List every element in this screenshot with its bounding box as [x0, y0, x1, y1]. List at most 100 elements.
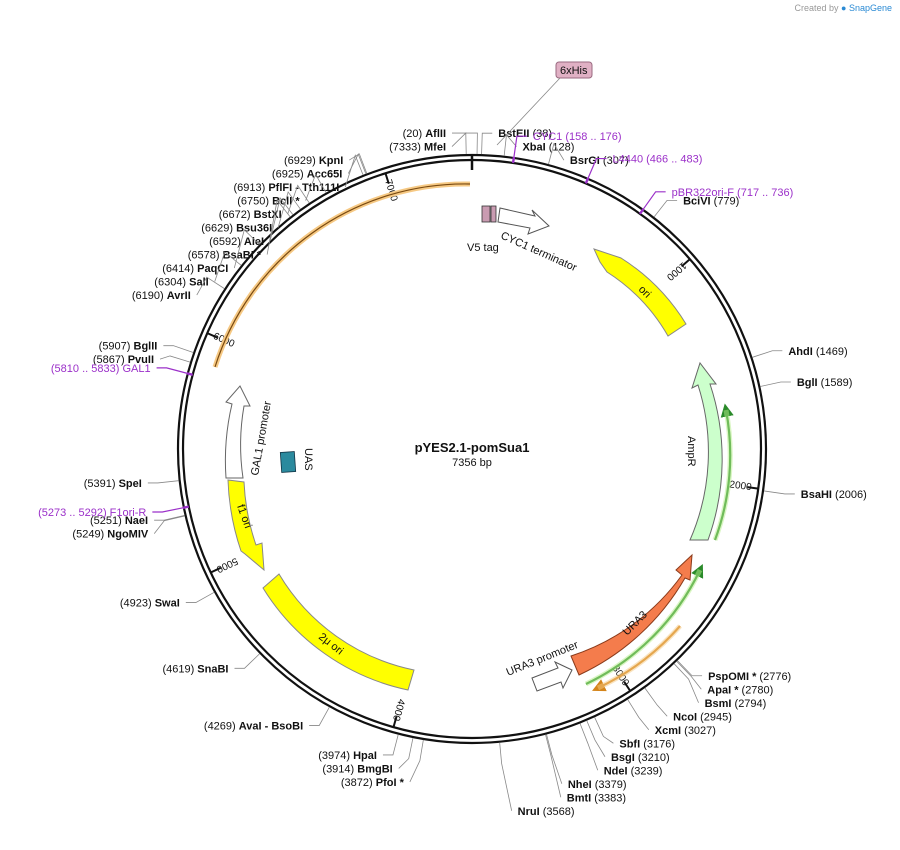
snapgene-logo-icon: ●: [841, 3, 847, 13]
site-label: (6629) Bsu36I: [201, 223, 272, 235]
site-label: XcmI (3027): [655, 725, 716, 737]
ampr-feature: [689, 361, 723, 541]
site-label: XbaI (128): [522, 142, 574, 154]
primer-leader: [156, 367, 188, 374]
site-label: (5249) NgoMIV: [72, 529, 148, 541]
site-label: PspOMI * (2776): [708, 671, 791, 683]
site-leader: [545, 734, 562, 798]
site-leader: [499, 742, 513, 811]
site-leader: [673, 663, 699, 703]
site-leader: [287, 184, 310, 215]
tick-mark: [206, 332, 218, 339]
site-label: BmtI (3383): [567, 792, 626, 804]
site-label: (6672) BstXI: [219, 209, 282, 221]
site-leader: [309, 707, 330, 726]
orf-arc-top-left-core: [214, 183, 471, 368]
site-leader: [452, 132, 478, 155]
site-leader: [546, 734, 563, 784]
tick-mark: [392, 716, 398, 728]
primer-leader: [642, 191, 666, 210]
site-label: NheI (3379): [568, 779, 627, 791]
gal1-promoter-feature: [224, 385, 251, 479]
site-label: (4923) SwaI: [120, 598, 180, 610]
site-leader: [196, 276, 225, 296]
site-leader: [159, 355, 191, 363]
v5-tag-label: V5 tag: [467, 242, 499, 254]
cyc1-terminator-arrow: [497, 207, 550, 235]
site-leader: [676, 661, 702, 690]
snapgene-watermark: Created by ● SnapGene: [794, 3, 892, 13]
watermark-prefix: Created by: [794, 3, 839, 13]
tick-mark: [747, 486, 759, 490]
tick-mark: [210, 566, 222, 574]
uas-feature: [279, 451, 297, 473]
site-label: (5251) NaeI: [90, 515, 148, 527]
ori-feature: [593, 248, 687, 337]
site-leader: [266, 199, 291, 255]
site-leader: [269, 197, 294, 242]
site-leader: [677, 660, 703, 677]
site-label: BglI (1589): [797, 377, 853, 389]
site-label: NruI (3568): [518, 806, 575, 818]
tick-label: 1000: [664, 259, 688, 282]
plasmid-size: 7356 bp: [452, 457, 492, 469]
site-label: BsmI (2794): [705, 698, 767, 710]
tick-label: 4000: [390, 698, 407, 723]
uas-label: UAS: [302, 448, 314, 471]
site-label: (3974) HpaI: [318, 750, 377, 762]
site-label: BsaHI (2006): [801, 489, 867, 501]
site-leader: [382, 734, 399, 756]
site-leader: [147, 480, 179, 484]
site-leader: [344, 154, 364, 188]
tick-mark: [384, 172, 390, 185]
site-leader: [451, 132, 467, 155]
site-label: ApaI * (2780): [707, 684, 773, 696]
site-label: BsgI (3210): [611, 752, 670, 764]
primer-leader: [513, 135, 527, 158]
primer-mark: [182, 505, 190, 509]
primer-sites: CYC1 (158 .. 176)L4440 (466 .. 483)pBR32…: [38, 131, 793, 519]
site-label: (5867) PvuII: [93, 354, 154, 366]
cyc1-terminator-label: CYC1 terminator: [499, 230, 579, 274]
site-label: SbfI (3176): [619, 738, 675, 750]
site-label: (6592) AleI: [209, 236, 264, 248]
site-label: (6304) SalI: [154, 277, 208, 289]
site-label: (6414) PaqCI: [162, 263, 228, 275]
site-leader: [644, 687, 668, 717]
tick-mark: [623, 681, 632, 692]
site-leader: [163, 345, 194, 353]
site-leader: [409, 739, 424, 783]
site-label: (6190) AvrII: [132, 290, 191, 302]
site-leader: [233, 229, 260, 269]
6xhis-leader: [496, 77, 561, 146]
site-leader: [627, 699, 650, 731]
gal1-promoter-label: GAL1 promoter: [249, 400, 274, 476]
primer-mark: [638, 208, 645, 215]
site-leader: [277, 191, 301, 228]
site-label: (5391) SpeI: [84, 478, 142, 490]
site-label: (3914) BmgBI: [322, 763, 392, 775]
primer-label: (5273 .. 5292) F1ori-R: [38, 507, 146, 519]
primer-label: CYC1 (158 .. 176): [533, 131, 622, 143]
primer-mark: [584, 177, 590, 184]
feature-layer: V5 tag CYC1 terminator 6xHis ori AmpR UR…: [212, 61, 734, 692]
primer-leader: [587, 157, 607, 179]
watermark-brand: SnapGene: [848, 3, 892, 13]
primer-leader: [152, 507, 184, 513]
v5-tag-feature: [481, 205, 491, 223]
primer-mark: [186, 372, 193, 376]
site-label: BciVI (779): [683, 195, 739, 207]
site-label: (3872) PfoI *: [341, 777, 405, 789]
site-label: NcoI (2945): [673, 711, 732, 723]
site-leader: [760, 381, 791, 387]
6xhis-label: 6xHis: [560, 65, 588, 77]
site-leader: [398, 737, 414, 769]
site-label: (20) AflII: [403, 128, 446, 140]
site-label: (6925) Acc65I: [272, 169, 342, 181]
site-label: (6578) BsaBI *: [188, 250, 262, 262]
primer-label: L4440 (466 .. 483): [612, 154, 702, 166]
site-leader: [153, 515, 185, 534]
2mu-ori-feature: [262, 573, 415, 691]
site-leader: [214, 251, 242, 282]
site-leader: [579, 723, 599, 771]
